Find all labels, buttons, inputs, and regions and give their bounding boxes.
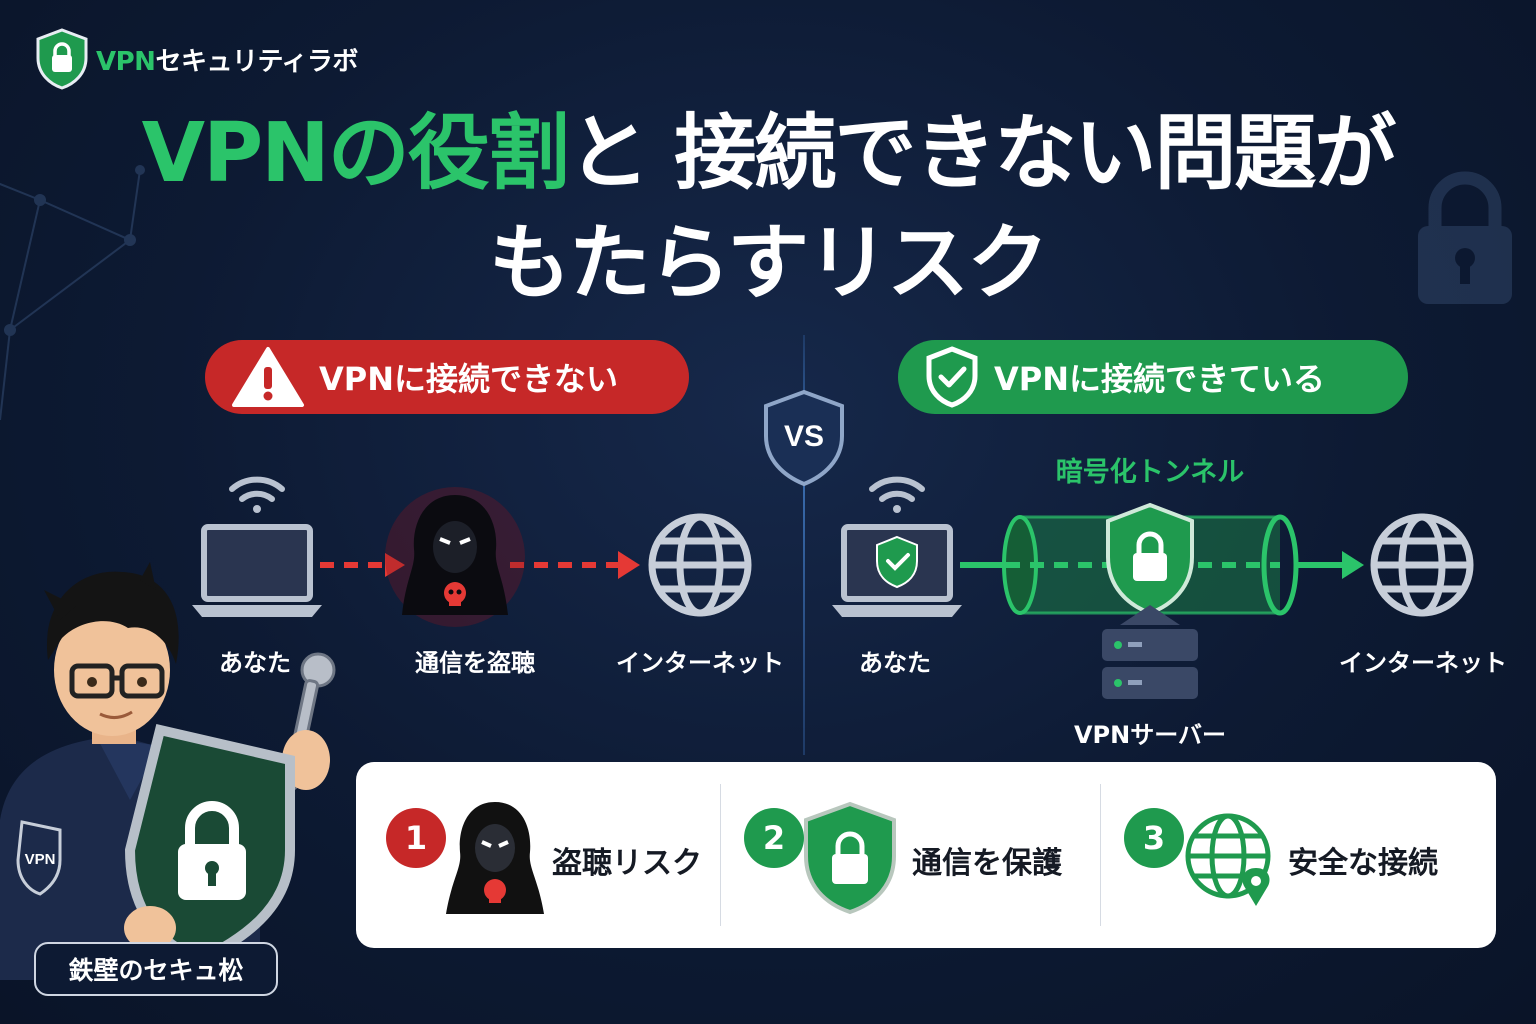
- shield-lock-icon: [1106, 502, 1194, 616]
- vs-badge: VS: [764, 389, 844, 487]
- wifi-icon: [869, 476, 925, 513]
- title-highlight: VPNの役割: [141, 106, 570, 201]
- globe-icon: [648, 513, 752, 617]
- vpn-disconnected-header: VPNに接続できない: [205, 340, 689, 414]
- site-logo[interactable]: VPNセキュリティラボ: [34, 28, 358, 90]
- laptop-icon: [832, 524, 962, 617]
- hacker-icon: [446, 802, 544, 914]
- title-rest: と 接続できない問題が: [567, 106, 1397, 201]
- point-1-number: 1: [386, 808, 446, 868]
- hacker-icon: [385, 487, 525, 627]
- mascot-name-tag: 鉄壁のセキュ松: [34, 942, 278, 996]
- shield-check-icon: [926, 346, 978, 408]
- label-encrypted-tunnel: 暗号化トンネル: [1055, 457, 1245, 488]
- shield-lock-icon: [804, 801, 896, 915]
- key-points-card: 1 盗聴リスク 2 通信を保護 3 安全な接続: [356, 762, 1496, 948]
- logo-name: セキュリティラボ: [155, 46, 358, 77]
- point-3-number: 3: [1124, 808, 1184, 868]
- globe-pin-icon: [1185, 813, 1271, 906]
- lock-decoration-icon: [1418, 171, 1512, 304]
- label-internet-left: インターネット: [616, 649, 784, 677]
- label-eavesdrop: 通信を盗聴: [415, 649, 535, 677]
- vpn-connected-label: VPNに接続できている: [994, 360, 1326, 398]
- mascot-illustration: VPN: [0, 562, 336, 980]
- vpn-connected-header: VPNに接続できている: [898, 340, 1408, 414]
- card-divider: [720, 784, 721, 926]
- point-1-label: 盗聴リスク: [552, 846, 702, 881]
- shield-lock-icon: [36, 28, 88, 90]
- label-you-left: あなた: [219, 649, 291, 677]
- vpn-server-icon: [1102, 605, 1198, 699]
- label-internet-right: インターネット: [1339, 649, 1507, 677]
- logo-brand: VPN: [96, 46, 156, 77]
- laptop-icon: [192, 524, 322, 617]
- globe-icon: [1370, 513, 1474, 617]
- point-2-label: 通信を保護: [912, 846, 1062, 881]
- vpn-disconnected-label: VPNに接続できない: [319, 360, 619, 398]
- wifi-icon: [229, 476, 285, 513]
- warning-icon: [232, 347, 304, 407]
- page-title-line-2: もたらすリスク: [488, 216, 1049, 311]
- network-decoration: [0, 165, 145, 420]
- point-2-number: 2: [744, 808, 804, 868]
- vs-text: VS: [784, 420, 824, 453]
- protected-diagram: [832, 476, 1474, 699]
- card-divider: [1100, 784, 1101, 926]
- label-vpn-server: VPNサーバー: [1073, 721, 1226, 749]
- point-3-label: 安全な接続: [1288, 846, 1438, 881]
- page-title-line-1: VPNの役割と 接続できない問題が: [0, 104, 1536, 204]
- unprotected-diagram: [192, 476, 752, 627]
- mascot-badge-text: VPN: [25, 851, 56, 868]
- label-you-right: あなた: [859, 649, 931, 677]
- logo-text: VPNセキュリティラボ: [96, 41, 358, 78]
- center-divider: [803, 335, 805, 755]
